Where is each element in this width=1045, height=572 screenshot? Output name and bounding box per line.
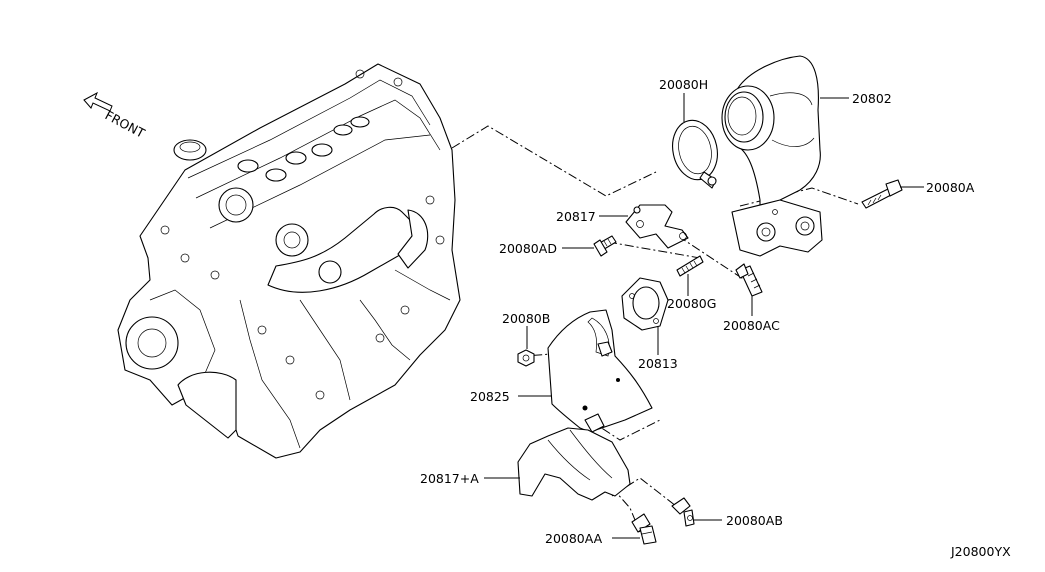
label-20080G: 20080G [667,296,716,311]
label-20080A: 20080A [926,180,975,195]
label-20080AC: 20080AC [723,318,780,333]
nut-20080B [517,349,535,367]
diagram-code: J20800YX [950,544,1011,559]
front-arrow-icon [83,91,113,112]
bolt-20080AC [735,263,763,297]
bolt-20080AA [631,513,657,545]
label-20817: 20817 [556,209,596,224]
clamp-20080H [672,119,718,189]
label-20080AB: 20080AB [726,513,783,528]
stud-20080G [676,255,704,277]
label-20817A: 20817+A [420,471,479,486]
label-20825: 20825 [470,389,510,404]
label-20080B: 20080B [502,311,550,326]
label-20080AD: 20080AD [499,241,557,256]
bracket-20817 [625,204,689,249]
front-label: FRONT [103,107,148,140]
gasket-20813 [621,277,669,331]
label-20080H: 20080H [659,77,708,92]
label-20080AA: 20080AA [545,531,603,546]
bolt-20080AD [593,235,617,257]
bolt-20080A [861,179,903,209]
bolt-20080AB [671,497,695,527]
label-20813: 20813 [638,356,678,371]
label-20802: 20802 [852,91,892,106]
heat-insulator-20825 [547,309,653,433]
engine-block-illustration [117,63,461,459]
catalytic-converter-20802 [721,55,823,257]
bracket-20817A [517,413,631,501]
